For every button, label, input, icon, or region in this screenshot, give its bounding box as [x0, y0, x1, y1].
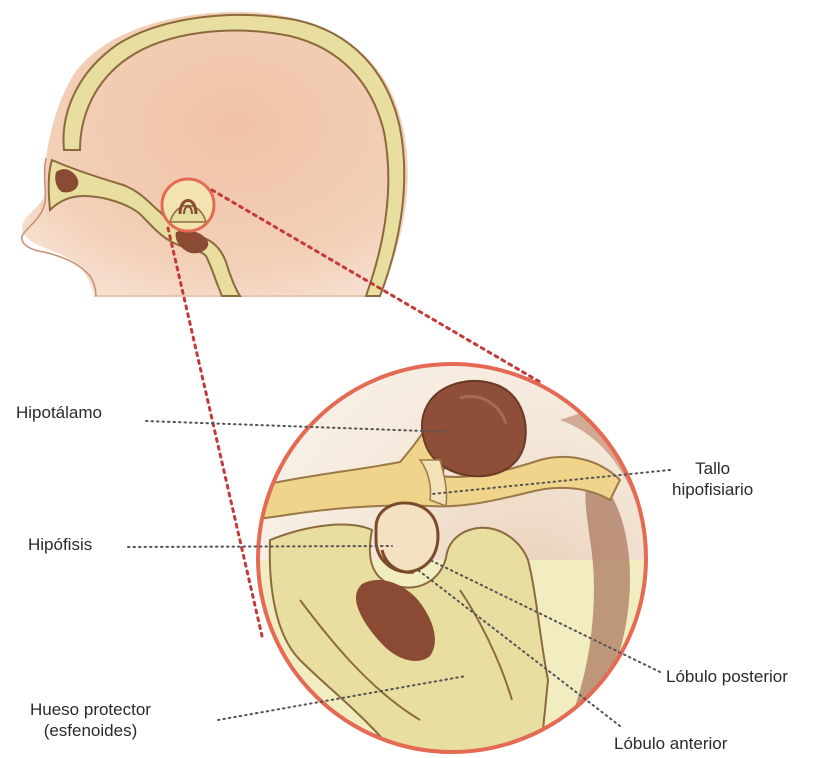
label-hueso-protector: Hueso protector (esfenoides) [30, 699, 151, 741]
label-lobulo-anterior: Lóbulo anterior [614, 733, 727, 754]
label-hueso-line2: (esfenoides) [30, 720, 151, 741]
label-lobulo-posterior-text: Lóbulo posterior [666, 667, 788, 686]
zoomed-detail [250, 364, 680, 758]
label-hipofisis: Hipófisis [28, 534, 92, 555]
label-hueso-line1: Hueso protector [30, 699, 151, 720]
label-tallo-hipofisiario: Tallo hipofisiario [672, 458, 753, 500]
label-hipofisis-text: Hipófisis [28, 535, 92, 554]
label-tallo-line1: Tallo [672, 458, 753, 479]
pituitary-gland [376, 503, 438, 572]
label-tallo-line2: hipofisiario [672, 479, 753, 500]
label-hipotalamo: Hipotálamo [16, 402, 102, 423]
label-hipotalamo-text: Hipotálamo [16, 403, 102, 422]
label-lobulo-anterior-text: Lóbulo anterior [614, 734, 727, 753]
label-lobulo-posterior: Lóbulo posterior [666, 666, 788, 687]
head-illustration [22, 12, 408, 296]
